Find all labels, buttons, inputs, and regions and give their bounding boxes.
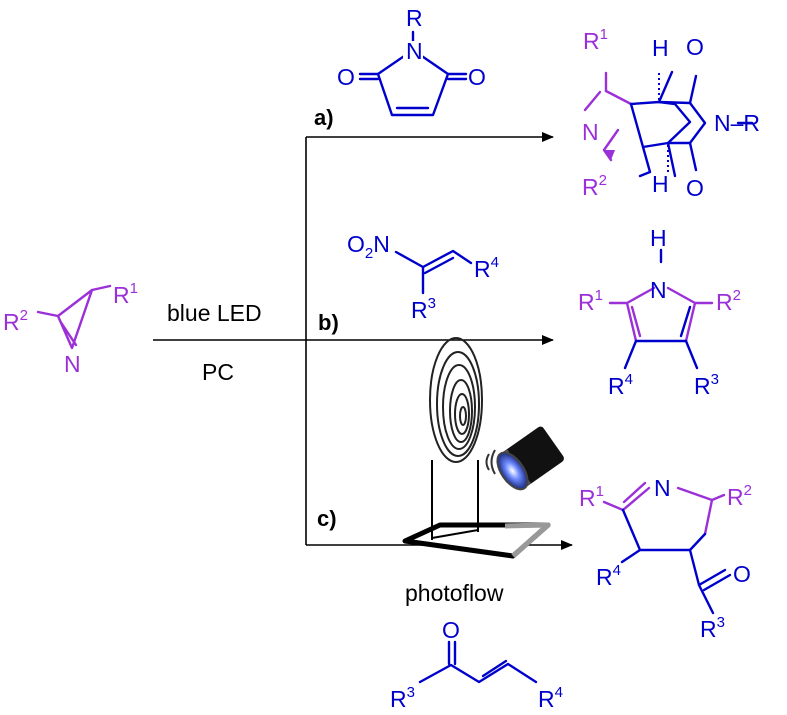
pyrroline-r3-label: R3 (700, 614, 725, 642)
azirine-r2-bond (36, 310, 60, 318)
pyrrole-h-label: H (650, 225, 667, 251)
product-a-pyrroline-bonds (602, 89, 633, 162)
product-a: R1 R2 N N–R O O H H (582, 26, 760, 201)
pyrroline-r1-bond (602, 500, 625, 512)
pyrroline-n-label: N (654, 475, 671, 501)
nitroalkene-r4-label: R4 (474, 254, 499, 282)
pyrroline-purple-bonds (621, 486, 726, 536)
condition-light-label: blue LED (167, 300, 262, 326)
nitroalkene-double (423, 256, 455, 275)
condition-catalyst-label: PC (202, 359, 234, 385)
azirine-r2-label: R2 (3, 307, 28, 335)
pyrroline-r4-label: R4 (596, 562, 621, 590)
enone-r3-label: R3 (390, 684, 415, 712)
maleimide-n-label: N (406, 38, 423, 64)
pyrrole-blue-bonds (623, 339, 699, 370)
route-b-label: b) (318, 310, 339, 335)
route-c-label: c) (317, 506, 337, 531)
pyrroline-blue-bonds (620, 508, 727, 615)
pyrrole-r2-label: R2 (716, 287, 741, 315)
pyrroline-co-double (702, 573, 732, 592)
product-a-ring-n-label: N (582, 119, 599, 145)
enone-bonds (418, 662, 538, 684)
pyrroline-cn-double (622, 481, 647, 504)
maleimide-o-left-label: O (337, 64, 355, 90)
azirine-ring-bonds (56, 288, 94, 350)
enone-cc-double (481, 659, 508, 678)
product-a-o-top-label: O (686, 34, 704, 60)
azirine-r1-label: R1 (113, 280, 138, 308)
nitroalkene-r3-label: R3 (411, 295, 436, 323)
nitroalkene-bonds (394, 249, 473, 295)
route-a-label: a) (314, 105, 334, 130)
product-a-r1-label: R1 (583, 26, 608, 54)
pyrrole-purple-bonds (608, 286, 714, 343)
maleimide-ring-bonds (376, 48, 450, 117)
product-a-r2-label: R2 (582, 172, 607, 200)
pyrrole-r4-label: R4 (608, 371, 633, 399)
maleimide-o-right-label: O (468, 64, 486, 90)
product-a-imide-bonds (629, 70, 692, 178)
enone-r4-label: R4 (538, 684, 563, 712)
photoflow-reactor-icon (402, 337, 564, 559)
enone-o-label: O (442, 617, 460, 643)
product-a-h-bottom-label: H (652, 171, 669, 197)
azirine-n-label: N (64, 351, 81, 377)
maleimide-reagent: R N O O (337, 5, 486, 117)
maleimide-n-mask (403, 41, 423, 61)
product-a-imide-ring (657, 100, 707, 145)
enone-reagent: O R3 R4 (390, 617, 563, 712)
pyrrole-r3-label: R3 (694, 371, 719, 399)
nitroalkene-reagent: O2N R3 R4 (347, 231, 499, 323)
product-a-co-top (688, 74, 698, 105)
product-b-pyrrole: H N R1 R2 R4 R3 (578, 225, 741, 399)
product-a-co-bottom (688, 141, 698, 172)
pyrroline-o-label: O (733, 561, 751, 587)
product-c-pyrroline: N O R1 R2 R4 R3 (579, 475, 752, 642)
maleimide-r-label: R (406, 5, 423, 31)
pyrrole-n-label: N (650, 277, 667, 303)
product-a-h-top-label: H (652, 35, 669, 61)
azirine-r1-bond (90, 284, 112, 292)
product-a-o-bottom-label: O (686, 175, 704, 201)
azirine-reactant: R2 R1 N (3, 280, 138, 377)
pyrrole-double-right (679, 305, 692, 338)
product-a-cn-double (583, 90, 602, 112)
pyrrole-r1-label: R1 (578, 287, 603, 315)
pyrroline-r1-label: R1 (579, 483, 604, 511)
photoflow-label: photoflow (405, 580, 504, 606)
pyrroline-r2-label: R2 (727, 482, 752, 510)
product-a-wedge (604, 150, 615, 160)
product-a-imide-n-label: N–R (714, 110, 760, 136)
nitroalkene-no2-label: O2N (347, 231, 390, 262)
pyrrole-double-left (630, 305, 642, 338)
